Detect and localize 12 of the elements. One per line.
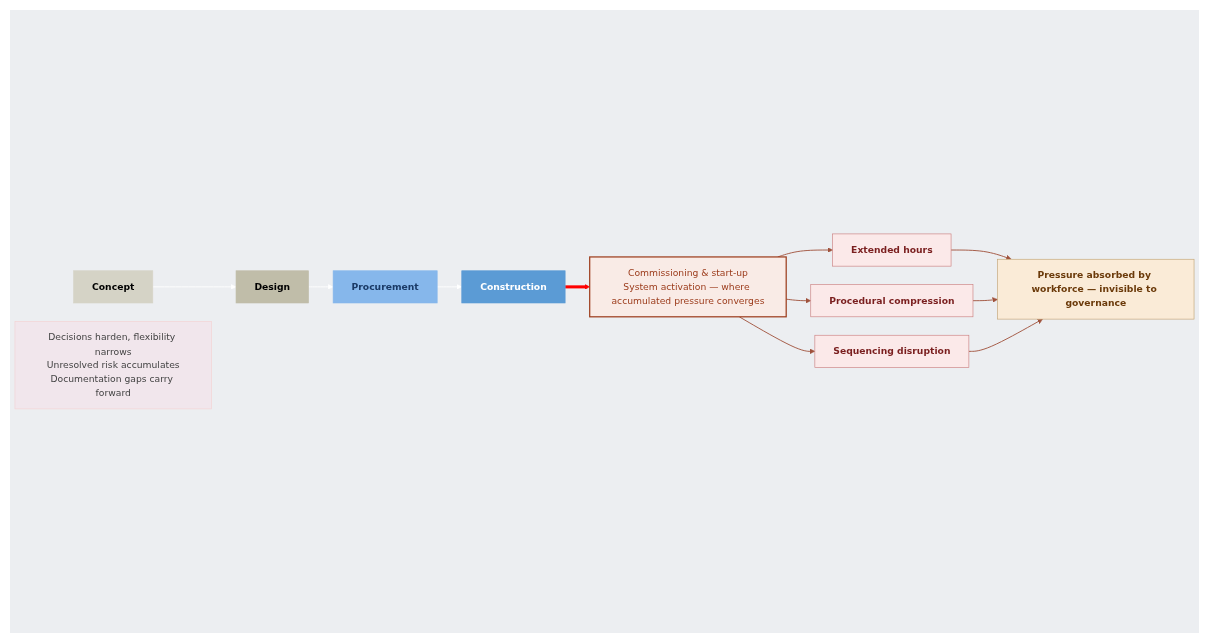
node-box (235, 270, 309, 304)
node-box (997, 259, 1195, 320)
node-box (814, 335, 970, 368)
node-box (332, 270, 438, 304)
node-box (589, 256, 787, 318)
diagram-canvas: Concept Design Procurement Construction Decisions harden, flexibility narrows Unresolved risk accumulates Documentation gaps carry forward Commissioning & start-up System activation — where accumulated pressure converges Extended hours Procedural compression Sequencing disruption Pressure absorbed by workforce — invisible to governance (10, 10, 1199, 633)
node-box (832, 233, 952, 267)
node-box (810, 284, 974, 318)
node-box (73, 270, 154, 304)
node-box (14, 321, 212, 410)
node-box (461, 270, 566, 304)
arrow (565, 284, 590, 290)
